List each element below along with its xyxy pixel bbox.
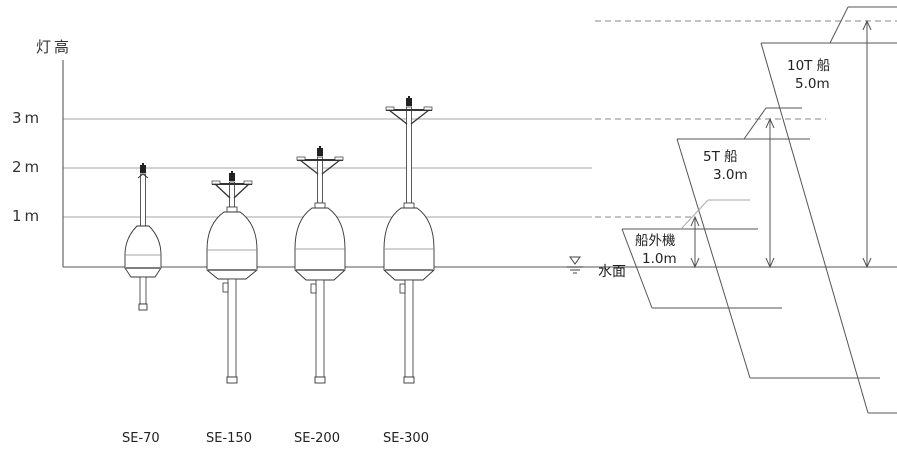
boat-outboard-mast-line — [680, 199, 709, 230]
arm-brace-left — [388, 109, 408, 125]
solar-panel-left — [296, 156, 306, 161]
water-surface-label: 水面 — [598, 264, 626, 280]
lantern-icon — [229, 173, 235, 181]
boat-outboard-arrow-head-top — [690, 215, 700, 227]
mast-collar — [403, 202, 415, 209]
model-label-se200: SE-200 — [294, 431, 340, 446]
solar-panel-left — [211, 180, 221, 185]
solar-panel-right — [423, 106, 433, 111]
solar-panel-left — [385, 106, 395, 111]
ballast-tube — [139, 276, 147, 305]
model-label-se150: SE-150 — [206, 431, 252, 446]
ballast-tube — [227, 278, 237, 378]
mast-pole — [317, 156, 323, 204]
arm-brace-left — [214, 183, 231, 199]
solar-panel-right — [243, 180, 253, 185]
boat-outboard-height: 1.0m — [642, 251, 677, 267]
buoy-se300 — [383, 96, 435, 384]
boat-5t-name: 5T 船 — [703, 149, 738, 165]
buoy-se70 — [124, 163, 162, 311]
mast-collar — [314, 202, 326, 209]
buoy-se150 — [206, 171, 258, 384]
buoy-se200 — [294, 146, 346, 384]
mast-pole — [406, 106, 412, 204]
boat-outboard-name: 船外機 — [635, 233, 676, 249]
boat-5t-arrow-head-bottom — [765, 257, 775, 269]
lamp-mount — [137, 173, 149, 179]
lantern-cap — [319, 146, 321, 148]
lantern-icon — [406, 98, 412, 106]
solar-panel-right — [334, 156, 344, 161]
boat-outboard-arrow-head-bottom — [690, 257, 700, 269]
boat-5t-mast-line — [743, 107, 767, 140]
model-label-se70: SE-70 — [122, 431, 160, 446]
lantern-icon — [140, 165, 146, 173]
buoy-body — [206, 211, 258, 280]
ballast-tube — [404, 279, 414, 378]
tick-label-3m: 3m — [12, 109, 43, 127]
boat-5t-arrow-head-top — [765, 117, 775, 129]
boat-5t-hull-line — [676, 138, 751, 379]
boat-5t-height: 3.0m — [713, 167, 748, 183]
water-level-icon — [569, 256, 581, 265]
buoy-body — [124, 225, 162, 278]
mast-pole — [229, 181, 235, 208]
lantern-cap — [231, 171, 233, 173]
mooring-bracket — [399, 283, 406, 294]
lantern-cap — [142, 163, 144, 165]
ballast-weight — [403, 376, 415, 384]
axis-title: 灯高 — [36, 38, 73, 56]
buoy-body — [383, 207, 435, 281]
lantern-icon — [317, 148, 323, 156]
boat-10t-hull-line — [760, 42, 869, 414]
boat-10t-arrow-head-bottom — [862, 257, 872, 269]
boat-10t-arrow-head-top — [862, 19, 872, 31]
tick-label-1m: 1m — [12, 207, 43, 225]
mast-collar — [226, 206, 238, 213]
boat-outboard-hull-line — [621, 228, 653, 309]
mooring-bracket — [310, 283, 317, 294]
arm-brace-right — [233, 183, 250, 199]
tick-label-2m: 2m — [12, 158, 43, 176]
mooring-bracket — [222, 282, 229, 293]
boat-10t-name: 10T 船 — [787, 58, 831, 74]
ballast-weight — [226, 376, 238, 384]
ballast-tube — [315, 279, 325, 378]
ballast-weight — [314, 376, 326, 384]
buoy-body — [294, 207, 346, 281]
mast-pole — [140, 173, 146, 227]
arm-brace-right — [410, 109, 430, 125]
ballast-weight — [138, 303, 148, 311]
arm-brace-left — [299, 159, 319, 175]
arm-brace-right — [321, 159, 341, 175]
boat-10t-mast-line — [829, 6, 849, 44]
boat-10t-height: 5.0m — [795, 76, 830, 92]
lantern-cap — [408, 96, 410, 98]
model-label-se300: SE-300 — [383, 431, 429, 446]
